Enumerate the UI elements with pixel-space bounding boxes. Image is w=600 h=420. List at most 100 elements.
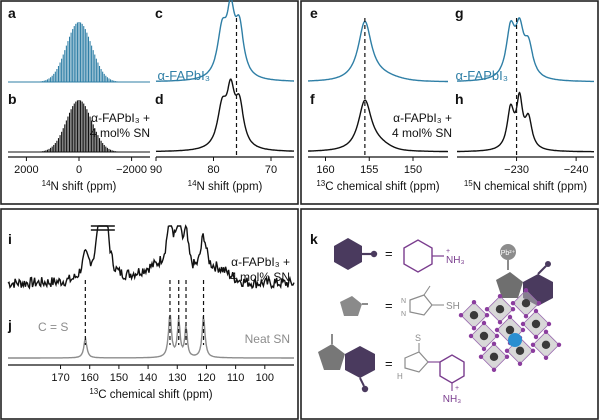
atom-dot	[361, 385, 369, 393]
lead-atom	[521, 299, 531, 308]
spectrum-e	[308, 20, 448, 83]
iodide-atom	[504, 348, 510, 353]
panel-letter-h: h	[455, 91, 464, 107]
iodide-atom	[543, 355, 549, 360]
iodide-atom	[533, 334, 539, 340]
lead-atom	[495, 305, 505, 314]
iodide-atom	[520, 321, 526, 327]
iodide-atom	[504, 354, 510, 359]
atom-dot	[370, 250, 378, 258]
hexagon-shape-2	[345, 346, 375, 378]
panel-letter-b: b	[8, 91, 17, 107]
perovskite-lattice	[458, 288, 562, 372]
sh-label: SH	[446, 301, 460, 312]
n-label-1: N	[401, 298, 406, 305]
lead-atom	[505, 325, 515, 335]
x-tick-label: 155	[360, 164, 378, 176]
hexagon-shape	[334, 238, 362, 270]
spectrum-j	[8, 314, 294, 359]
lead-atom	[469, 311, 479, 320]
charge-plus-2: +	[455, 385, 459, 392]
x-axis-title: 14N shift (ppm)	[42, 179, 117, 193]
panel-letter-d: d	[155, 91, 164, 107]
panel-letter-f: f	[310, 91, 315, 107]
lead-atom	[479, 331, 489, 341]
iodide-atom	[491, 367, 497, 372]
iodide-atom	[546, 321, 552, 327]
equals-sign-1: =	[385, 246, 393, 261]
pb-atom	[500, 244, 516, 260]
label-c: α-FAPbI₃	[157, 68, 210, 83]
x-axis-title: 13C chemical shift (ppm)	[89, 387, 212, 401]
nh3-label-2: NH₃	[443, 394, 462, 405]
iodide-atom	[497, 294, 503, 299]
label-d-line2: 4 mol% SN	[90, 126, 150, 140]
iodide-atom	[523, 314, 529, 319]
x-tick-label: 140	[139, 372, 157, 384]
s-label: S	[415, 333, 421, 343]
panel-letter-a: a	[8, 5, 16, 21]
spectrum-c	[155, 0, 294, 82]
frame-left-top	[0, 0, 299, 205]
iodide-atom	[468, 333, 474, 339]
x-tick-label: 120	[197, 372, 215, 384]
iodide-atom	[494, 327, 500, 333]
label-d-line1: α-FAPbI₃ +	[91, 111, 150, 125]
iodide-atom	[510, 301, 516, 306]
x-tick-label: 160	[316, 164, 334, 176]
iodide-atom	[530, 348, 536, 353]
label-i-line1: α-FAPbI₃ +	[231, 255, 290, 269]
iodide-atom	[458, 313, 464, 318]
n-label-2: N	[401, 311, 406, 318]
lead-atom	[541, 340, 551, 349]
atom-dot	[545, 261, 551, 267]
iodide-atom	[530, 342, 536, 347]
iodide-atom	[543, 329, 549, 334]
x-tick-label: −2000	[116, 164, 147, 176]
x-tick-label: 100	[256, 372, 274, 384]
panel-letter-c: c	[155, 5, 163, 21]
pentagon-shape	[340, 296, 362, 316]
nh3-label-1: NH₃	[446, 255, 465, 266]
tetrazole-ring-1	[409, 294, 433, 316]
x-axis-title: 13C chemical shift (ppm)	[316, 179, 439, 193]
panel-letter-i: i	[8, 231, 12, 247]
x-tick-label: 130	[168, 372, 186, 384]
iodide-atom	[517, 361, 523, 366]
iodide-atom	[556, 342, 562, 347]
iodide-atom	[523, 288, 529, 293]
iodide-atom	[484, 307, 490, 312]
label-h-line2: 4 mol% SN	[392, 126, 452, 140]
iodide-atom	[481, 346, 487, 352]
lead-atom	[515, 346, 525, 355]
cation-atom	[508, 333, 522, 347]
iodide-atom	[478, 354, 484, 359]
iodide-atom	[484, 313, 490, 318]
x-tick-label: 160	[81, 372, 99, 384]
x-tick-label: 170	[51, 372, 69, 384]
equals-sign-2: =	[385, 298, 393, 313]
charge-plus: +	[446, 248, 450, 255]
x-tick-label: 2000	[14, 164, 38, 176]
iodide-atom	[471, 326, 477, 331]
benzene-ring-2	[439, 354, 465, 384]
frame-right-bottom	[300, 208, 599, 420]
x-tick-label: 0	[76, 164, 82, 176]
panel-letter-j: j	[7, 317, 12, 333]
x-tick-label: 80	[207, 164, 219, 176]
spectrum-g	[457, 17, 594, 83]
h-label: H	[397, 372, 403, 381]
x-tick-label: 90	[150, 164, 162, 176]
spectrum-h	[457, 91, 594, 153]
x-tick-label: −230	[504, 164, 529, 176]
label-g: α-FAPbI₃	[455, 68, 508, 83]
spectrum-d	[155, 78, 294, 153]
iodide-atom	[497, 320, 503, 325]
tetrazole-ring-2	[404, 351, 429, 373]
spectrum-i	[7, 224, 295, 290]
bond-line	[537, 265, 547, 275]
iodide-atom	[520, 327, 526, 333]
iodide-atom	[536, 301, 542, 306]
benzene-ring-1	[403, 239, 433, 273]
